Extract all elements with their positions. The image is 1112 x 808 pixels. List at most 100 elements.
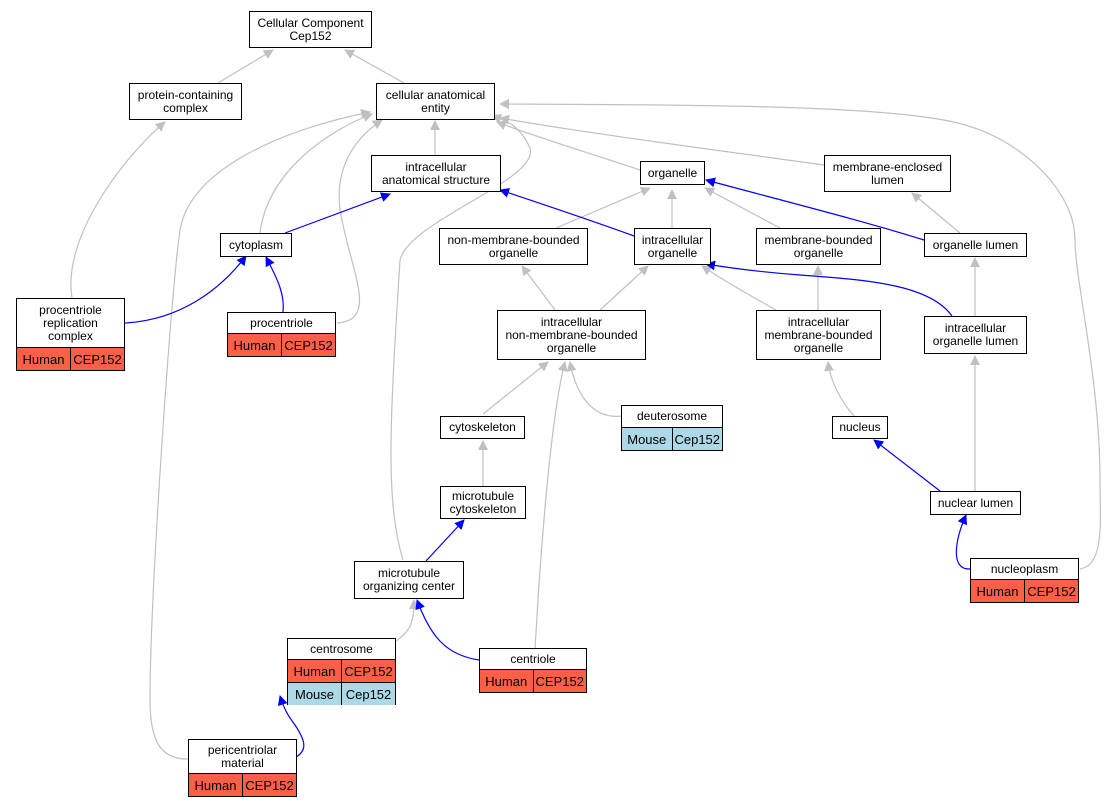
- node-non-membrane-bounded-organelle[interactable]: non-membrane-bounded organelle: [439, 228, 588, 265]
- node-microtubule-cytoskeleton[interactable]: microtubule cytoskeleton: [440, 486, 526, 519]
- edge-pcc-root: [217, 49, 274, 84]
- annotation-row: Human CEP152: [17, 348, 124, 370]
- node-label: intracellular membrane-bounded organelle: [764, 314, 873, 355]
- is-a-edges: [70, 49, 1102, 760]
- node-label: cytoplasm: [228, 237, 284, 252]
- node-intracellular-anatomical-structure[interactable]: intracellular anatomical structure: [371, 155, 501, 192]
- species-cell: Mouse: [622, 428, 672, 450]
- edge-ol-organelle: [705, 177, 925, 241]
- node-intracellular-non-membrane-bounded-organelle[interactable]: intracellular non-membrane-bounded organ…: [497, 310, 646, 360]
- node-label: protein-containing complex: [137, 87, 234, 115]
- annotation-row: Mouse Cep152: [288, 683, 395, 705]
- node-deuterosome[interactable]: deuterosome Mouse Cep152: [621, 405, 723, 451]
- edge-nucleoplasm-cae: [499, 99, 1102, 570]
- species-cell: Human: [480, 670, 533, 692]
- node-label: deuterosome: [622, 406, 722, 428]
- annotation-row: Human CEP152: [288, 660, 395, 683]
- gene-cell: CEP152: [1024, 580, 1078, 602]
- edge-mtoc-mtcyto: [425, 519, 465, 562]
- node-label: nuclear lumen: [937, 495, 1014, 510]
- node-nucleoplasm[interactable]: nucleoplasm Human CEP152: [970, 558, 1079, 603]
- edge-pcm-centrosome: [277, 695, 305, 758]
- annotation-row: Human CEP152: [971, 580, 1078, 602]
- node-label: cytoskeleton: [449, 420, 516, 434]
- edge-cyto-inmbo: [482, 361, 549, 415]
- node-label: nucleus: [839, 420, 881, 434]
- node-nucleus[interactable]: nucleus: [832, 416, 888, 439]
- node-cytoplasm[interactable]: cytoplasm: [220, 233, 292, 257]
- node-label: intracellular anatomical structure: [381, 159, 491, 187]
- edge-centriole-mtoc: [415, 599, 480, 661]
- edge-procentriole-cytoplasm: [265, 256, 284, 313]
- edge-inmbo-io: [599, 265, 649, 311]
- node-label: pericentriolar material: [189, 740, 296, 774]
- edge-ol-mel: [911, 192, 961, 234]
- node-organelle-lumen[interactable]: organelle lumen: [924, 233, 1027, 257]
- edge-nucleoplasm-nuclum: [955, 514, 971, 570]
- node-intracellular-membrane-bounded-organelle[interactable]: intracellular membrane-bounded organelle: [756, 310, 881, 360]
- species-cell: Human: [228, 334, 281, 356]
- gene-cell: CEP152: [70, 348, 124, 370]
- edge-io-ias: [499, 188, 635, 237]
- edge-procentriole-cae: [336, 119, 383, 324]
- node-label: procentriole: [228, 313, 335, 334]
- annotation-row: Human CEP152: [189, 774, 296, 796]
- species-cell: Human: [971, 580, 1024, 602]
- node-label: centrosome: [288, 639, 395, 660]
- node-label: intracellular non-membrane-bounded organ…: [505, 314, 638, 355]
- annotation-row: Human CEP152: [480, 670, 586, 692]
- node-centriole[interactable]: centriole Human CEP152: [479, 648, 587, 693]
- node-microtubule-organizing-center[interactable]: microtubule organizing center: [354, 561, 464, 599]
- node-procentriole-replication-complex[interactable]: procentriole replication complex Human C…: [16, 298, 125, 371]
- node-label: intracellular organelle lumen: [932, 321, 1019, 348]
- node-label: organelle: [647, 165, 698, 180]
- node-centrosome[interactable]: centrosome Human CEP152 Mouse Cep152: [287, 638, 396, 705]
- node-membrane-enclosed-lumen[interactable]: membrane-enclosed lumen: [824, 155, 951, 192]
- edge-prc-pcc: [70, 121, 166, 299]
- gene-cell: CEP152: [281, 334, 335, 356]
- edge-centriole-inmbo: [534, 361, 568, 651]
- gene-cell: CEP152: [242, 774, 296, 796]
- node-label: microtubule organizing center: [362, 566, 456, 593]
- relation-edges: [124, 177, 971, 758]
- edge-mbo-organelle: [704, 187, 781, 229]
- edge-cytoplasm-cae: [259, 112, 373, 234]
- species-cell: Mouse: [288, 683, 341, 705]
- node-protein-containing-complex[interactable]: protein-containing complex: [129, 83, 242, 120]
- gene-cell: CEP152: [532, 670, 586, 692]
- node-label: membrane-enclosed lumen: [832, 159, 943, 187]
- node-label: microtubule cytoskeleton: [449, 488, 517, 516]
- node-membrane-bounded-organelle[interactable]: membrane-bounded organelle: [756, 228, 881, 265]
- edge-mel-cae: [499, 114, 825, 166]
- annotation-row: Human CEP152: [228, 334, 335, 356]
- edge-centrosome-mtoc: [395, 599, 419, 642]
- node-intracellular-organelle[interactable]: intracellular organelle: [634, 228, 711, 265]
- edge-cae-root: [344, 49, 405, 84]
- node-organelle[interactable]: organelle: [640, 161, 705, 185]
- node-label: non-membrane-bounded organelle: [447, 232, 580, 260]
- species-cell: Human: [17, 348, 70, 370]
- species-cell: Human: [189, 774, 242, 796]
- node-label: procentriole replication complex: [17, 299, 124, 348]
- node-label: cellular anatomical entity: [385, 87, 486, 115]
- edge-nuclum-nucleus: [873, 439, 941, 492]
- edge-nucleus-imbo: [824, 361, 855, 417]
- edge-iol-io: [705, 260, 953, 317]
- edge-deutero-inmbo: [566, 361, 623, 417]
- edge-inmbo-nmbo: [521, 265, 556, 311]
- node-label: nucleoplasm: [971, 559, 1078, 580]
- annotation-row: Mouse Cep152: [622, 428, 722, 450]
- node-nuclear-lumen[interactable]: nuclear lumen: [930, 491, 1021, 515]
- edge-imbo-io: [701, 265, 777, 311]
- edge-prc-cytoplasm: [124, 255, 247, 324]
- node-pericentriolar-material[interactable]: pericentriolar material Human CEP152: [188, 739, 297, 797]
- node-procentriole[interactable]: procentriole Human CEP152: [227, 312, 336, 357]
- species-cell: Human: [288, 660, 341, 682]
- node-cytoskeleton[interactable]: cytoskeleton: [440, 416, 525, 439]
- node-cellular-component-root[interactable]: Cellular Component Cep152: [249, 11, 372, 48]
- node-label: Cellular Component Cep152: [257, 15, 364, 43]
- node-intracellular-organelle-lumen[interactable]: intracellular organelle lumen: [924, 316, 1027, 354]
- node-cellular-anatomical-entity[interactable]: cellular anatomical entity: [376, 83, 495, 120]
